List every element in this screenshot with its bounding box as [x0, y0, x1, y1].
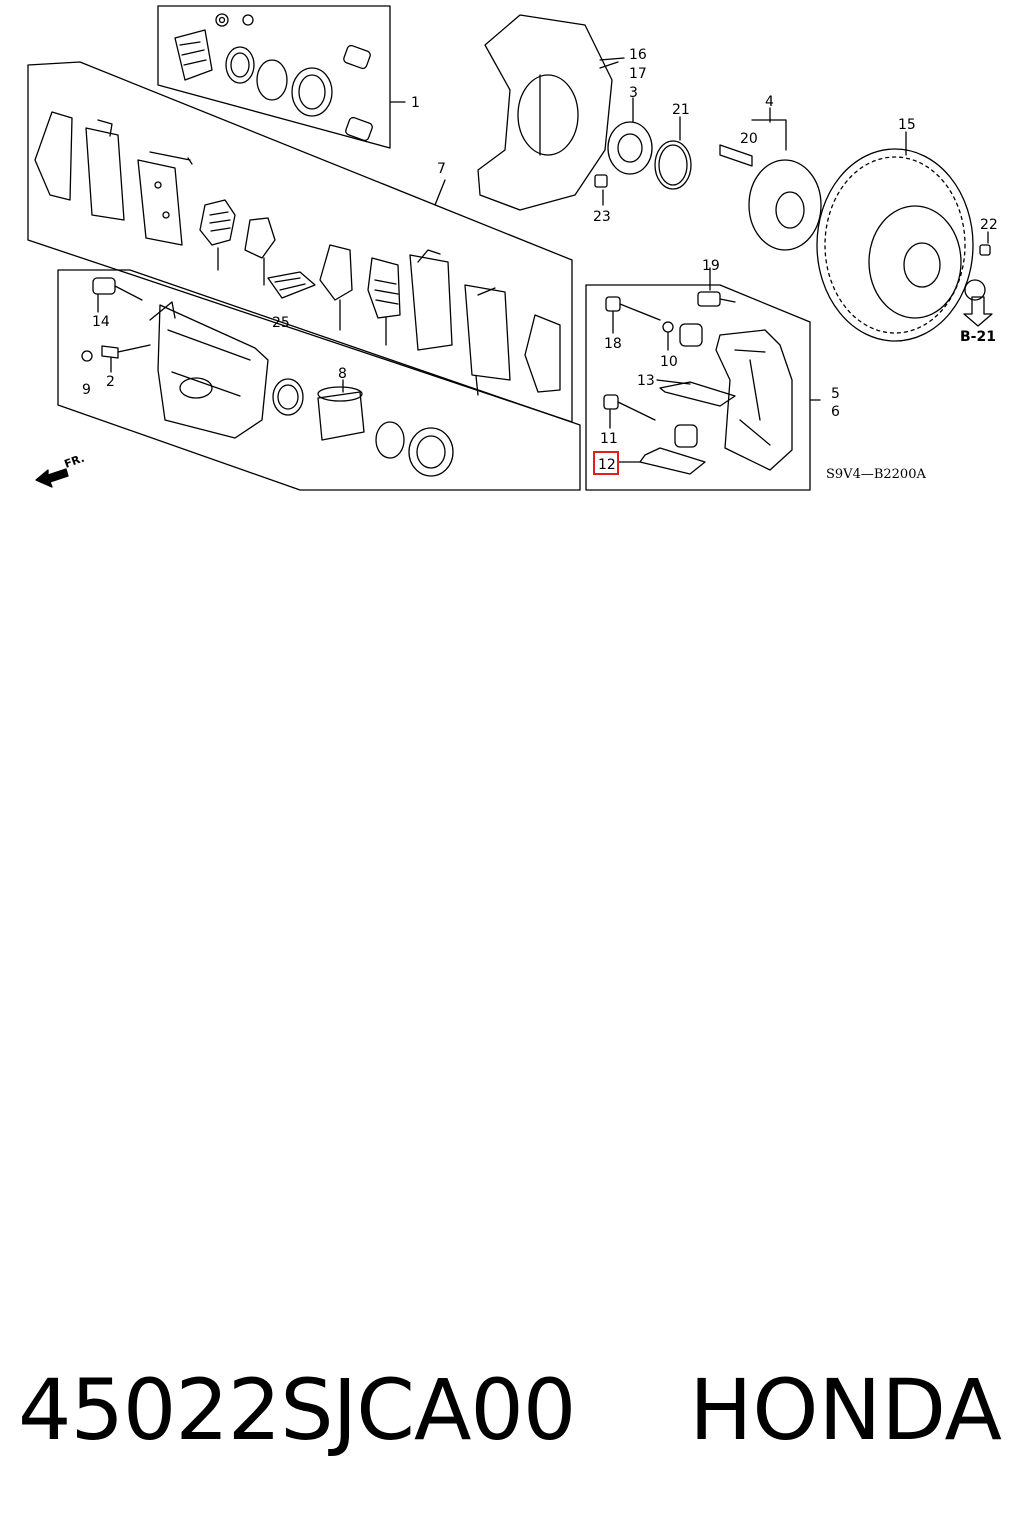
callout-19: 19	[702, 258, 720, 274]
callout-9: 9	[82, 382, 91, 398]
callout-20: 20	[740, 131, 758, 147]
front-arrow-icon	[35, 468, 69, 488]
callout-17: 17	[629, 66, 647, 82]
callout-15: 15	[898, 117, 916, 133]
parts-diagram: 1 7 16 17 3 21 4 20 15 22 23 19 25 14 18…	[27, 5, 998, 491]
callout-11: 11	[600, 431, 618, 447]
callout-12: 12	[598, 457, 616, 473]
brake-disc	[816, 148, 991, 342]
direction-label: FR.	[63, 452, 87, 471]
callout-5: 5	[831, 386, 840, 402]
hub-bearing	[607, 121, 692, 190]
callout-25: 25	[272, 315, 290, 331]
callout-3: 3	[629, 85, 638, 101]
callout-7: 7	[437, 161, 446, 177]
callout-6: 6	[831, 404, 840, 420]
callout-21: 21	[672, 102, 690, 118]
callout-16: 16	[629, 47, 647, 63]
caliper-body-group	[57, 269, 581, 491]
drawing-code: S9V4—B2200A	[826, 467, 926, 482]
caliper-bracket-group	[585, 284, 811, 491]
callout-14: 14	[92, 314, 110, 330]
callout-4: 4	[765, 94, 774, 110]
callout-18: 18	[604, 336, 622, 352]
part-number: 45022SJCA00	[18, 1361, 576, 1459]
callout-13: 13	[637, 373, 655, 389]
callout-2: 2	[106, 374, 115, 390]
callout-10: 10	[660, 354, 678, 370]
callout-8: 8	[338, 366, 347, 382]
brand-name: HONDA	[689, 1361, 1002, 1459]
wheel-hub	[719, 119, 822, 251]
callout-22: 22	[980, 217, 998, 233]
highlight-box	[593, 451, 619, 475]
callout-1: 1	[411, 95, 420, 111]
splash-shield	[477, 14, 619, 211]
pad-set-group	[27, 61, 573, 423]
b21-arrow-icon	[963, 296, 993, 327]
seal-kit-group	[157, 5, 406, 149]
callout-23: 23	[593, 209, 611, 225]
reference-label: B-21	[960, 329, 996, 345]
